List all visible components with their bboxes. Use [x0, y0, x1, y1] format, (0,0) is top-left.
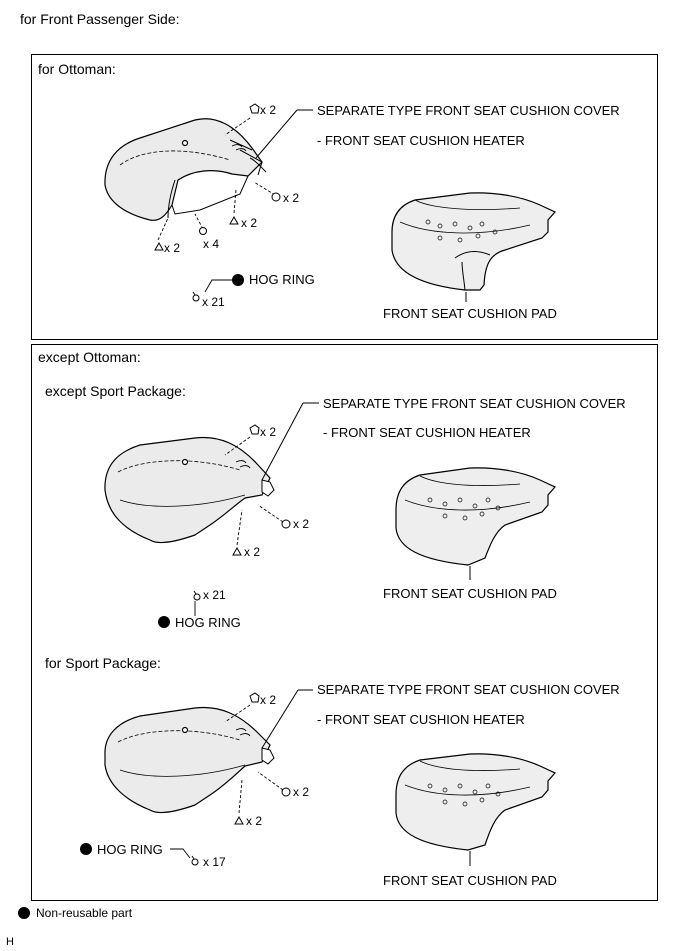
hog-ring-icon: [191, 855, 199, 866]
cushion-cover-sport: [104, 706, 275, 814]
cover-label: SEPARATE TYPE FRONT SEAT CUSHION COVER: [323, 396, 626, 411]
dashed-leaders-ottoman: [157, 117, 276, 241]
qty-label: x 2: [293, 517, 310, 531]
non-reusable-mark-icon: [232, 274, 244, 286]
hog-ring-label: HOG RING: [97, 842, 163, 857]
cushion-cover-ottoman: [104, 118, 267, 221]
qty-label: x 2: [241, 216, 258, 230]
qty-label: x 21: [202, 295, 225, 309]
non-reusable-legend-icon: [18, 907, 30, 919]
cover-label: SEPARATE TYPE FRONT SEAT CUSHION COVER: [317, 103, 620, 118]
qty-label: x 2: [260, 103, 277, 117]
sport-heading: for Sport Package:: [45, 655, 161, 671]
hog-ring-label: HOG RING: [175, 615, 241, 630]
dashed-leaders-sport: [224, 704, 284, 814]
non-reusable-mark-icon: [158, 616, 170, 628]
qty-label: x 4: [203, 237, 220, 251]
qty-label: x 2: [293, 785, 310, 799]
page-title: for Front Passenger Side:: [20, 11, 180, 27]
except-ottoman-heading: except Ottoman:: [38, 349, 141, 365]
qty-label: x 21: [203, 588, 226, 602]
cushion-pad-standard: [395, 467, 556, 566]
qty-label: x 2: [246, 814, 263, 828]
hog-ring-label: HOG RING: [249, 272, 315, 287]
ottoman-panel: [31, 54, 658, 340]
qty-label: x 2: [164, 241, 181, 255]
hog-ring-icon: [192, 291, 200, 302]
fasteners-ottoman: [154, 103, 281, 251]
qty-label: x 2: [283, 191, 300, 205]
cushion-pad-sport: [395, 753, 556, 851]
cover-label: SEPARATE TYPE FRONT SEAT CUSHION COVER: [317, 682, 620, 697]
fasteners-standard: [232, 424, 291, 556]
cushion-pad-ottoman: [391, 192, 556, 291]
fasteners-sport: [234, 692, 291, 825]
qty-label: x 2: [260, 425, 277, 439]
legend-text: Non-reusable part: [36, 906, 133, 920]
figure-code: H: [6, 936, 14, 948]
hog-ring-icon: [193, 590, 201, 601]
pad-label: FRONT SEAT CUSHION PAD: [383, 586, 557, 601]
pad-label: FRONT SEAT CUSHION PAD: [383, 873, 557, 888]
except-sport-heading: except Sport Package:: [45, 383, 186, 399]
except-ottoman-panel: [31, 344, 658, 901]
non-reusable-mark-icon: [80, 843, 92, 855]
pad-label: FRONT SEAT CUSHION PAD: [383, 306, 557, 321]
heater-label: - FRONT SEAT CUSHION HEATER: [317, 712, 525, 727]
dashed-leaders-standard: [224, 436, 284, 546]
ottoman-heading: for Ottoman:: [38, 61, 116, 77]
heater-label: - FRONT SEAT CUSHION HEATER: [317, 133, 525, 148]
qty-label: x 2: [244, 545, 261, 559]
qty-label: x 2: [260, 693, 277, 707]
heater-label: - FRONT SEAT CUSHION HEATER: [323, 425, 531, 440]
qty-label: x 17: [203, 855, 226, 869]
cushion-cover-standard: [104, 436, 275, 544]
